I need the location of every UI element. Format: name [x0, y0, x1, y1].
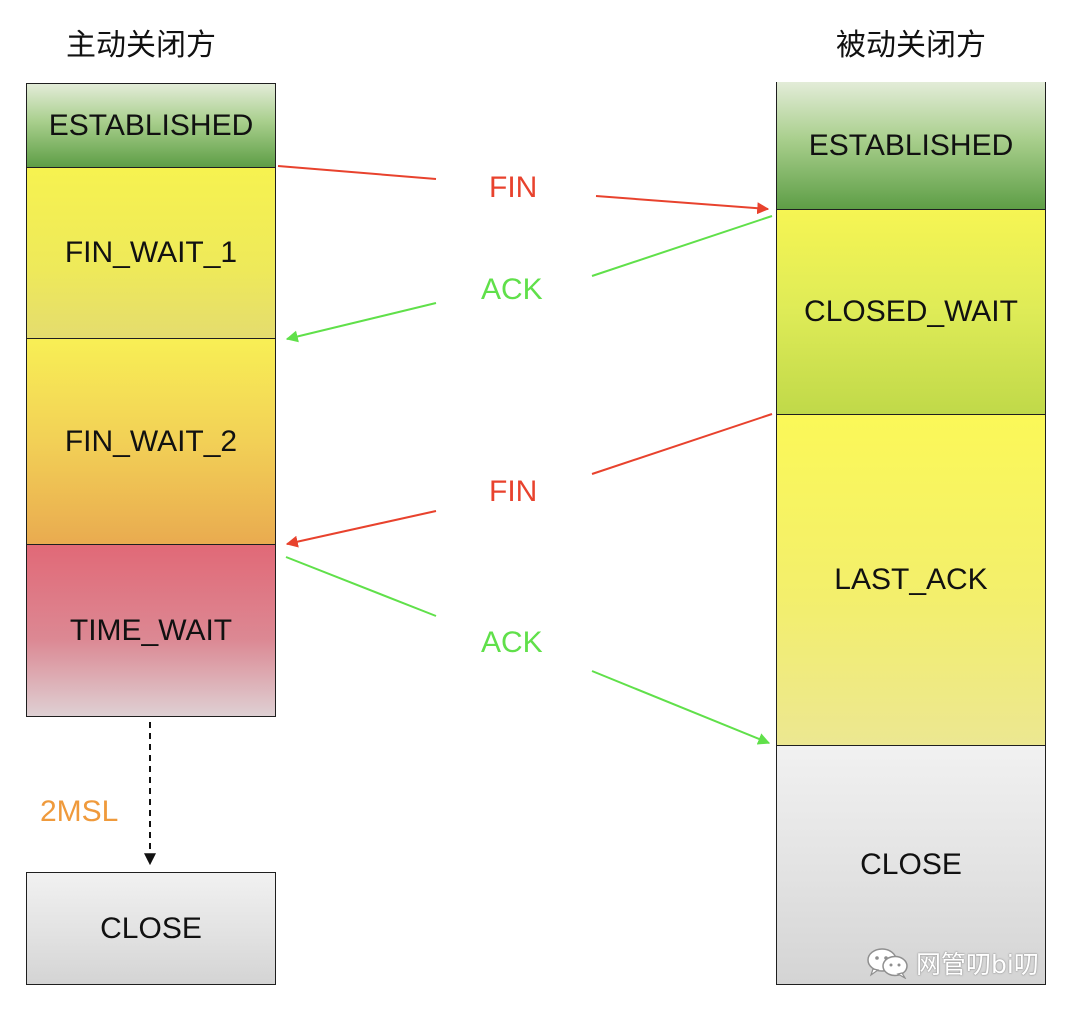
fin-2-arrow-tail — [591, 413, 773, 475]
passive-state-close: CLOSE — [776, 746, 1046, 985]
ack-2-arrow-tail — [285, 556, 437, 617]
timer-label: 2MSL — [40, 795, 119, 828]
watermark: 网管叨bi叨 — [866, 945, 1039, 981]
passive-state-closed-wait: CLOSED_WAIT — [776, 210, 1046, 415]
active-closer-title: 主动关闭方 — [66, 28, 216, 63]
passive-closer-title: 被动关闭方 — [836, 28, 986, 63]
fin-1-arrow-head — [595, 195, 770, 215]
passive-state-last-ack: LAST_ACK — [776, 415, 1046, 746]
fin-1-arrow-tail — [277, 165, 437, 180]
active-state-close: CLOSE — [26, 872, 276, 985]
active-state-established: ESTABLISHED — [26, 83, 276, 168]
watermark-text: 网管叨bi叨 — [916, 950, 1039, 979]
active-state-fin-wait-2: FIN_WAIT_2 — [26, 339, 276, 545]
ack-1-arrow-tail — [591, 215, 773, 277]
fin-2-arrow-head — [285, 510, 437, 548]
active-state-fin-wait-1: FIN_WAIT_1 — [26, 168, 276, 339]
ack-1-arrow-head — [285, 302, 437, 343]
message-ack-2: ACK — [481, 626, 543, 659]
passive-state-established: ESTABLISHED — [776, 82, 1046, 210]
wechat-icon — [866, 947, 910, 979]
message-fin-1: FIN — [489, 171, 538, 204]
active-state-time-wait: TIME_WAIT — [26, 545, 276, 717]
message-fin-2: FIN — [489, 475, 538, 508]
ack-2-arrow-head — [591, 670, 771, 745]
message-ack-1: ACK — [481, 273, 543, 306]
